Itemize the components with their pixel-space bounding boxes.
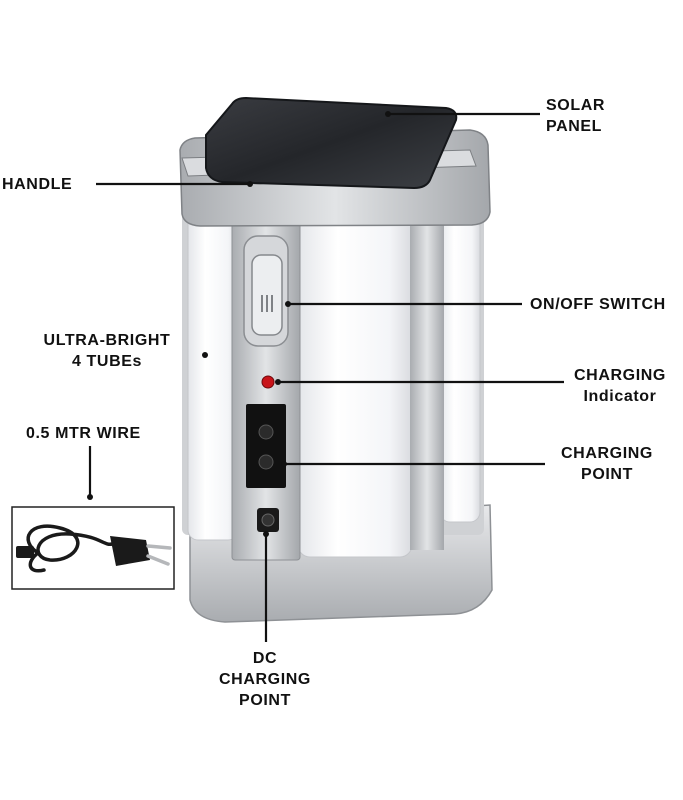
leader-dots xyxy=(87,111,391,537)
charging-indicator-led xyxy=(261,375,275,389)
tube-center xyxy=(297,214,413,558)
solar-panel xyxy=(205,96,458,190)
label-tubes: ULTRA-BRIGHT 4 TUBEs xyxy=(43,332,171,370)
label-dc-charging-point: DC CHARGING POINT xyxy=(219,650,311,709)
leader-lines xyxy=(88,112,564,642)
pillar-right xyxy=(410,200,444,550)
label-charging-indicator: CHARGING Indicator xyxy=(574,367,666,405)
charging-point-socket[interactable] xyxy=(246,404,286,488)
label-wire: 0.5 MTR WIRE xyxy=(26,425,141,442)
label-handle: HANDLE xyxy=(2,176,73,193)
label-on-off-switch: ON/OFF SWITCH xyxy=(530,296,666,313)
label-charging-point: CHARGING POINT xyxy=(561,445,653,483)
wire-box xyxy=(11,506,175,590)
tube-right xyxy=(439,199,481,523)
power-cable xyxy=(26,524,114,573)
plug xyxy=(110,536,150,566)
label-solar-panel: SOLAR PANEL xyxy=(546,97,605,135)
